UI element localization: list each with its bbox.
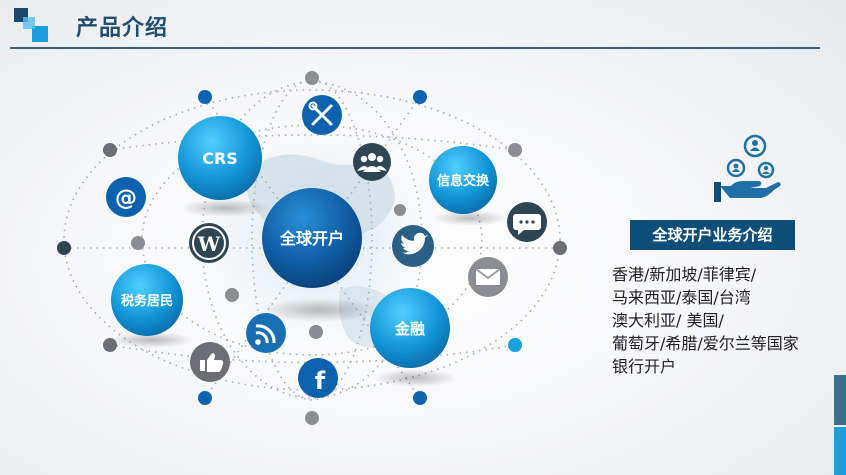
corner-accent-bar-gray (834, 375, 846, 425)
country-list: 香港/新加坡/菲律宾/ 马来西亚/泰国/台湾 澳大利亚/ 美国/ 葡萄牙/希腊/… (612, 263, 842, 378)
facebook-icon: f (298, 358, 338, 398)
node-finance[interactable]: 金融 (370, 288, 450, 368)
rss-icon (246, 313, 286, 353)
country-line: 葡萄牙/希腊/爱尔兰等国家 (612, 334, 799, 353)
people-gears-hand-icon (714, 134, 781, 202)
country-line: 银行开户 (612, 357, 677, 376)
tools-icon (302, 95, 342, 135)
group-icon (353, 143, 391, 181)
email-icon (468, 257, 508, 297)
node-info-exchange[interactable]: 信息交换 (429, 146, 497, 214)
svg-text:W: W (197, 232, 221, 256)
page-title: 产品介绍 (76, 16, 169, 41)
node-tax-label: 税务居民 (121, 293, 173, 309)
node-global-account[interactable]: 全球开户 (262, 188, 362, 288)
wordpress-icon: W (189, 223, 229, 263)
title-divider (10, 47, 820, 49)
twitter-icon (392, 225, 434, 267)
corner-accent-bar-blue (834, 427, 846, 475)
chat-bubble-icon (507, 202, 547, 242)
country-line: 香港/新加坡/菲律宾/ (612, 265, 757, 284)
network-dots (57, 71, 567, 425)
svg-text:@: @ (115, 186, 137, 211)
thumbs-up-icon (190, 342, 230, 382)
node-crs-label: CRS (202, 149, 238, 168)
svg-text:f: f (315, 367, 326, 395)
node-crs[interactable]: CRS (178, 116, 262, 200)
node-finance-label: 金融 (394, 320, 425, 338)
business-intro-heading: 全球开户业务介绍 (630, 220, 795, 250)
country-line: 澳大利亚/ 美国/ (612, 311, 724, 330)
node-tax-resident[interactable]: 税务居民 (111, 264, 183, 336)
node-center-label: 全球开户 (279, 229, 344, 248)
node-info-label: 信息交换 (437, 173, 490, 189)
country-line: 马来西亚/泰国/台湾 (612, 288, 751, 307)
at-sign-icon: @ (106, 177, 146, 217)
logo-mark (14, 8, 48, 42)
